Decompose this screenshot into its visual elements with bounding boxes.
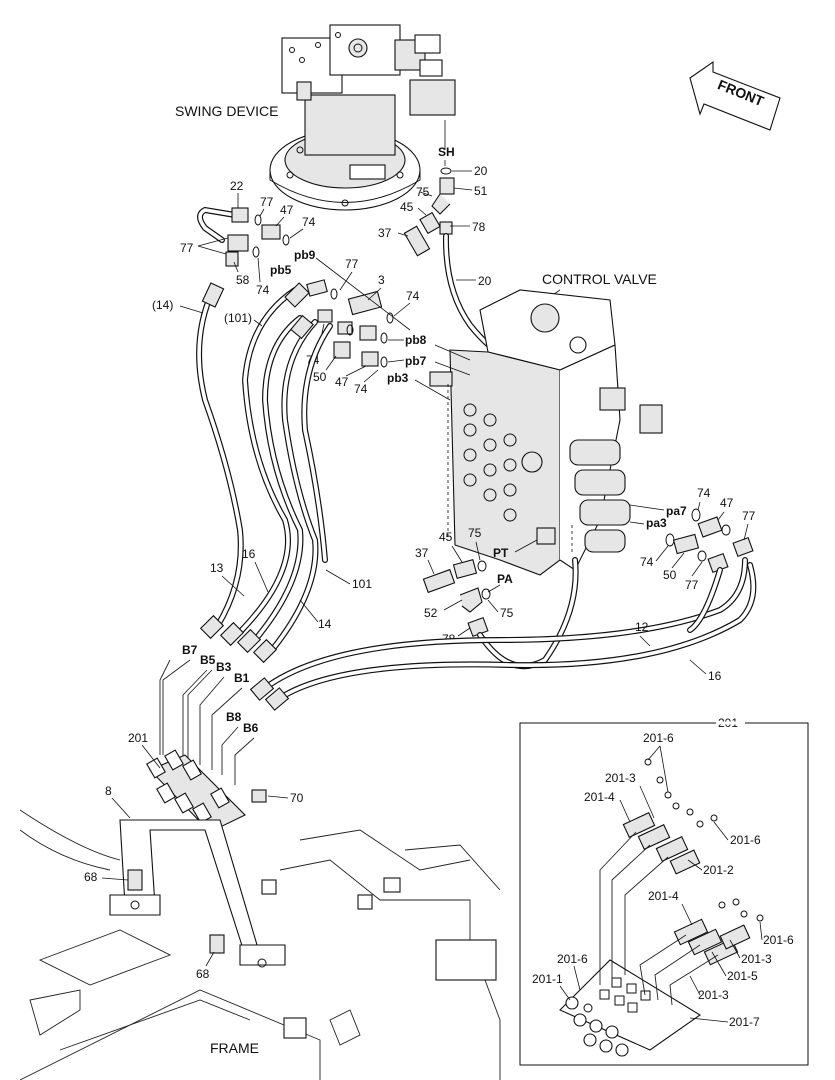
detail-201-4-a: 201-4: [584, 790, 615, 804]
port-b6: B6: [243, 721, 259, 735]
detail-201-6-d: 201-6: [557, 952, 588, 966]
spools: [569, 439, 631, 553]
callout-3: 3: [378, 273, 385, 287]
callout-77-e: 77: [685, 578, 699, 592]
manifold-bracket: 201 8 70 68 68: [84, 731, 304, 981]
port-pb9: pb9: [294, 248, 316, 262]
callout-77-b: 77: [180, 241, 194, 255]
detail-201-3-a: 201-3: [605, 771, 636, 785]
callout-16-a: 16: [242, 547, 256, 561]
callout-52: 52: [424, 606, 438, 620]
pa-fittings: pa7 pa3 74 47 77 74 50 77: [629, 486, 756, 592]
callout-74-e: 74: [354, 382, 368, 396]
callout-47-a: 47: [280, 203, 294, 217]
callout-50-b: 50: [663, 568, 677, 582]
port-b3: B3: [216, 660, 232, 674]
callout-51: 51: [474, 184, 488, 198]
pb-fittings: 22 77 47 74 77 58 74 pb9 pb5 77 3 74: [180, 179, 471, 401]
callout-75-cv: 75: [468, 526, 482, 540]
callout-8: 8: [105, 784, 112, 798]
frame-title: FRAME: [210, 1040, 259, 1056]
port-pb5: pb5: [270, 263, 292, 277]
swing-device: SWING DEVICE: [175, 24, 456, 211]
port-pt: PT: [493, 546, 509, 560]
detail-201-1: 201-1: [532, 972, 563, 986]
callout-68-b: 68: [196, 967, 210, 981]
callout-74-g: 74: [640, 555, 654, 569]
callout-77-a: 77: [260, 195, 274, 209]
detail-201-5: 201-5: [727, 969, 758, 983]
control-valve: CONTROL VALVE: [429, 271, 663, 576]
callout-20-hose: 20: [478, 274, 492, 288]
callout-78-sd: 78: [472, 220, 486, 234]
b-ports: B7 B5 B3 B1 B8 B6: [159, 643, 259, 785]
port-b8: B8: [226, 710, 242, 724]
swing-device-title: SWING DEVICE: [175, 103, 278, 119]
port-pb7: pb7: [405, 354, 427, 368]
port-sh: SH: [438, 145, 455, 159]
detail-201-3-c: 201-3: [698, 988, 729, 1002]
callout-22: 22: [230, 179, 244, 193]
port-pa3: pa3: [646, 516, 667, 530]
detail-201-6-c: 201-6: [763, 933, 794, 947]
callout-13: 13: [210, 561, 224, 575]
port-b1: B1: [234, 671, 250, 685]
detail-201: 201 201-6 201-3 20: [519, 716, 809, 1066]
detail-201-3-b: 201-3: [741, 952, 772, 966]
port-b7: B7: [182, 643, 198, 657]
callout-37-sd: 37: [378, 226, 392, 240]
callout-74-b: 74: [256, 283, 270, 297]
callout-74-c: 74: [406, 289, 420, 303]
callout-12: 12: [635, 620, 649, 634]
detail-201-6-a: 201-6: [643, 731, 674, 745]
detail-201-4-b: 201-4: [648, 889, 679, 903]
callout-14-paren: (14): [152, 298, 173, 312]
callout-74-a: 74: [302, 215, 316, 229]
callout-45-cv: 45: [439, 530, 453, 544]
callout-74-f: 74: [697, 486, 711, 500]
sh-fittings: SH 20 51 75 45 78 37: [378, 145, 488, 257]
callout-77-d: 77: [742, 509, 756, 523]
frame: FRAME: [19, 809, 501, 1080]
port-pb3: pb3: [387, 371, 409, 385]
callout-70: 70: [290, 791, 304, 805]
front-arrow: FRONT: [689, 60, 781, 131]
port-b5: B5: [200, 653, 216, 667]
control-valve-title: CONTROL VALVE: [542, 271, 657, 287]
port-pa7: pa7: [666, 504, 687, 518]
callout-77-c: 77: [345, 257, 359, 271]
detail-201-2: 201-2: [703, 863, 734, 877]
callout-45-sd: 45: [400, 200, 414, 214]
callout-20-top: 20: [474, 164, 488, 178]
callout-75-cv2: 75: [500, 606, 514, 620]
hose-bundle: (14) (101) 16 13 101 14 12 16: [152, 282, 757, 711]
detail-201-7: 201-7: [729, 1015, 760, 1029]
callout-101-paren: (101): [224, 311, 252, 325]
callout-58: 58: [236, 273, 250, 287]
callout-50-a: 50: [313, 370, 327, 384]
callout-37-cv: 37: [415, 546, 429, 560]
callout-101: 101: [352, 577, 372, 591]
callout-47-c: 47: [720, 496, 734, 510]
port-pa: PA: [497, 572, 513, 586]
callout-16-b: 16: [708, 669, 722, 683]
callout-14: 14: [318, 617, 332, 631]
port-pb8: pb8: [405, 333, 427, 347]
callout-75-sd: 75: [416, 185, 430, 199]
callout-47-b: 47: [335, 375, 349, 389]
detail-201-6-b: 201-6: [730, 833, 761, 847]
callout-201-main: 201: [128, 731, 148, 745]
callout-68-a: 68: [84, 870, 98, 884]
